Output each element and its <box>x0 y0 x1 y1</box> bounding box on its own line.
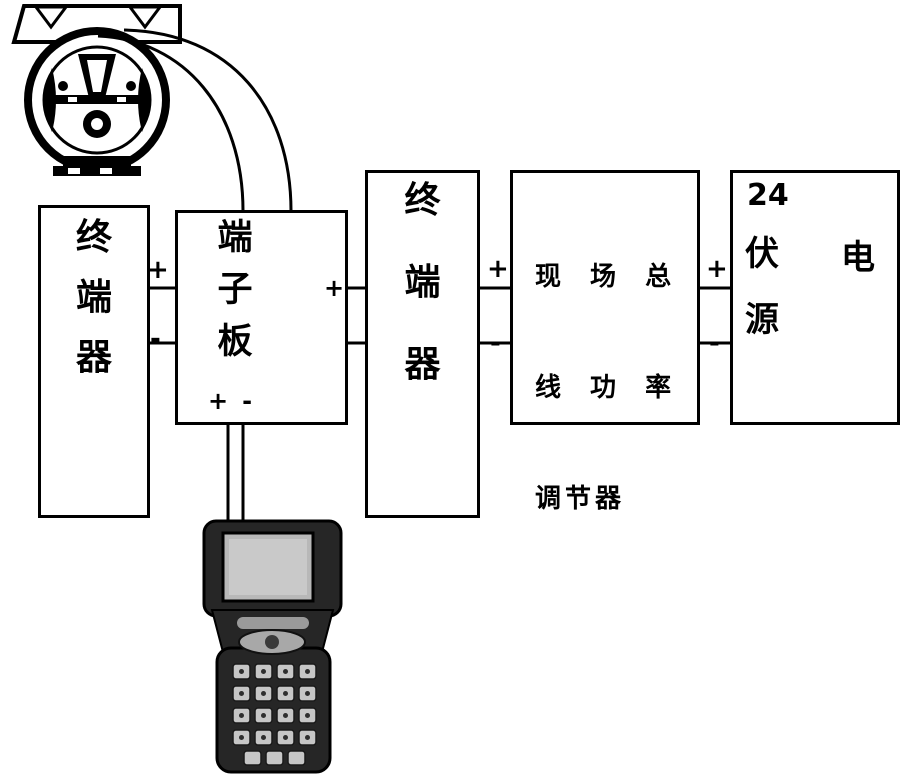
plus-label-2: + <box>324 274 345 302</box>
label-line: 现 场 总 <box>535 262 676 292</box>
label-char: 端 <box>217 218 253 258</box>
terminal-board-terminals: + - <box>208 389 252 413</box>
terminator-middle-box: 终 端 器 <box>365 170 480 518</box>
power-conditioner-box: 现 场 总 线 功 率 调节器 <box>510 170 700 514</box>
label-char: 终 <box>404 180 441 221</box>
label-char: 器 <box>75 337 112 378</box>
plus-label-1: + <box>147 255 169 285</box>
pressure-transmitter-icon <box>11 4 182 176</box>
terminator-middle-label: 终 端 器 <box>368 183 477 383</box>
label-char: 器 <box>404 344 441 385</box>
minus-terminal-label: - <box>242 387 253 415</box>
label-char: 板 <box>217 322 253 362</box>
bus-wires <box>150 286 731 530</box>
label-char: 伏 <box>745 234 779 274</box>
terminal-board-box: 端 子 板 + - <box>175 210 348 425</box>
terminator-left-label: 终 端 器 <box>41 220 147 376</box>
label-line: 调节器 <box>535 484 626 514</box>
minus-label-4: - <box>709 328 720 358</box>
minus-label-3: - <box>490 328 501 358</box>
handheld-field-communicator-icon <box>202 519 343 774</box>
terminator-left-box: 终 端 器 <box>38 205 150 518</box>
terminal-board-label: 端 子 板 <box>192 221 278 360</box>
label-char: 终 <box>75 217 112 258</box>
plus-terminal-label: + <box>208 387 229 415</box>
label-char: 端 <box>404 262 441 303</box>
voltage-value: 24 <box>747 178 789 213</box>
label-char: 源 <box>745 300 779 340</box>
plus-label-3: + <box>487 254 509 284</box>
label-char: 电 <box>841 238 875 278</box>
minus-label-1: - <box>150 324 161 354</box>
transmitter-lead-wires <box>97 28 293 212</box>
label-line: 线 功 率 <box>535 373 676 403</box>
power-conditioner-label: 现 场 总 线 功 率 调节器 <box>535 185 685 592</box>
label-char: 端 <box>75 277 112 318</box>
power-supply-24v-box: 24 伏 电 源 <box>730 170 900 425</box>
plus-label-4: + <box>706 254 728 284</box>
label-char: 子 <box>217 270 253 310</box>
